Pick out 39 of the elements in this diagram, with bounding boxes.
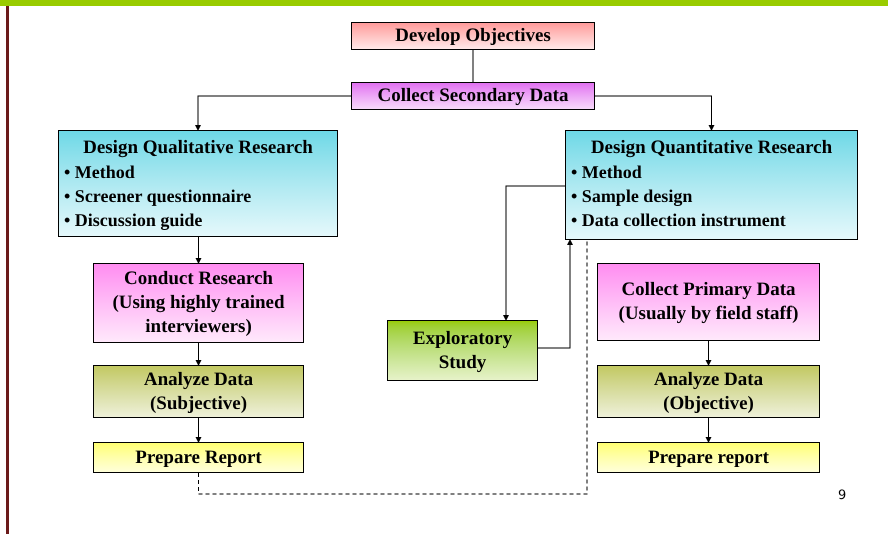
box-text: Develop Objectives: [395, 24, 551, 48]
process-box: [597, 365, 820, 418]
box-text: Analyze Data (Objective): [652, 368, 764, 416]
process-box: [58, 130, 338, 237]
arrow: [594, 96, 714, 131]
process-box: [387, 320, 538, 381]
arrow: [503, 186, 566, 321]
arrow: [196, 418, 202, 443]
box-text: Prepare report: [648, 446, 769, 470]
page-number: 9: [838, 487, 846, 505]
bullet-item: • Discussion guide: [64, 209, 204, 232]
box-text: Exploratory Study: [412, 326, 514, 374]
process-box: [93, 442, 304, 473]
arrow: [196, 236, 202, 264]
arrow: [706, 418, 712, 443]
dashed-connector: [198, 240, 588, 494]
process-box: [597, 263, 820, 341]
process-box: [351, 22, 595, 50]
process-box: [565, 130, 858, 240]
arrow: [706, 340, 712, 366]
bullet-item: • Method: [64, 161, 136, 184]
process-box: [351, 82, 595, 110]
arrow: [538, 239, 573, 348]
box-heading: Design Quantitative Research: [590, 136, 834, 160]
bullet-item: • Data collection instrument: [571, 209, 787, 232]
process-box: [597, 442, 820, 473]
bullet-item: • Sample design: [571, 185, 694, 208]
process-box: [93, 365, 304, 418]
process-box: [93, 263, 304, 343]
box-text: Collect Secondary Data: [377, 84, 569, 108]
arrow: [195, 96, 352, 131]
box-heading: Design Qualitative Research: [82, 136, 314, 160]
bullet-item: • Method: [571, 161, 643, 184]
box-text: Conduct Research (Using highly trained interviewers): [111, 267, 286, 339]
box-text: Collect Primary Data (Usually by field staff): [618, 278, 800, 326]
box-text: Prepare Report: [135, 446, 262, 470]
box-text: Analyze Data (Subjective): [142, 368, 254, 416]
bullet-item: • Screener questionnaire: [64, 185, 252, 208]
arrow: [196, 342, 202, 366]
